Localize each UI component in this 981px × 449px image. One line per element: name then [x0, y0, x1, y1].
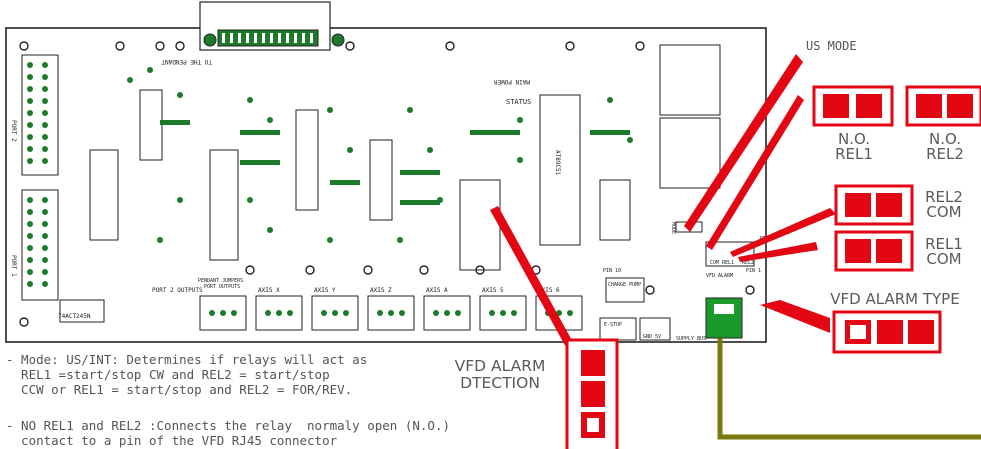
axis-x-label: AXIS X [258, 287, 280, 294]
rel1-com-label-line2: COM [926, 250, 962, 268]
rel2-com-label: REL2 COM [918, 190, 970, 220]
ic-chip [89, 149, 119, 241]
power-connector [639, 317, 671, 341]
ic-label: 74ACT245N [58, 313, 91, 320]
ic-chip [59, 299, 105, 323]
pcb-board: PORT 2 PORT 1 AT89C51 74ACT245N [5, 1, 772, 343]
estop-label: E-STOP [604, 322, 622, 328]
pin10-label: PIN 10 [603, 268, 621, 274]
ic-chip [369, 139, 393, 221]
port1-label: PORT 1 [10, 255, 17, 277]
vfd-alarm-type-jumper-icon [832, 310, 942, 354]
rel1-com-label: REL1 COM [918, 237, 970, 267]
no-rel1-label: N.O. REL1 [822, 132, 886, 162]
relay-block [659, 44, 721, 116]
axis-z-label: AXIS Z [370, 287, 392, 294]
ic-chip [209, 149, 239, 261]
no-rel1-label-line1: N.O. [838, 130, 870, 148]
axis-5-label: AXIS 5 [482, 287, 504, 294]
main-power-label: MAIN POWER [493, 78, 530, 85]
us-mode-label: US MODE [806, 39, 857, 53]
rel2-com-label-line2: COM [926, 203, 962, 221]
no-rel1-jumper-icon [812, 85, 894, 127]
mode-label: MODE [670, 222, 676, 234]
no-rel2-jumper-icon [905, 85, 981, 127]
axis-6-label: AXIS 6 [538, 287, 560, 294]
ic-chip [459, 179, 501, 271]
axis-a-label: AXIS A [426, 287, 448, 294]
vfd-alarm-detection-line2: DTECTION [460, 374, 540, 392]
port2-label: PORT 2 [10, 120, 17, 142]
vfd-alarm-type-label: VFD ALARM TYPE [830, 290, 960, 308]
no-rel2-label-line2: REL2 [926, 145, 964, 163]
relay-block [659, 117, 721, 189]
port-2-header [21, 54, 59, 176]
no-rel2-label: N.O. REL2 [913, 132, 977, 162]
charge-pump-label: CHARGE PUMP [608, 282, 641, 288]
gnd-5v-label: GND 5V [643, 334, 661, 340]
to-pendant-label: TO THE PENDANT [161, 58, 212, 65]
rj45-wire [717, 338, 981, 440]
no-rel1-label-line2: REL1 [835, 145, 873, 163]
vfd-alarm-board-label: VFD ALARM [706, 273, 733, 279]
ic-chip [295, 109, 319, 211]
vfd-alarm-detection-jumper-icon [565, 338, 619, 449]
com-rel1-label: COM REL1 [710, 260, 734, 266]
supply-bus-label: SUPPLY BUS [676, 336, 706, 342]
charge-pump-block [605, 277, 645, 303]
mcu-label: AT89C51 [554, 150, 561, 176]
no-rel-note: - NO REL1 and REL2 :Connects the relay n… [6, 418, 451, 448]
vfd-alarm-detection-label: VFD ALARM DTECTION [438, 358, 562, 392]
rel1-com-jumper-icon [834, 230, 914, 272]
axis-y-label: AXIS Y [314, 287, 336, 294]
rel1-com-label-line1: REL1 [925, 235, 963, 253]
no-rel2-label-line1: N.O. [929, 130, 961, 148]
port2-outputs-label: PORT 2 OUTPUTS [152, 287, 203, 294]
vfd-alarm-detection-line1: VFD ALARM [454, 357, 546, 375]
mode-note: - Mode: US/INT: Determines if relays wil… [6, 352, 368, 397]
pendant-jumpers-label: PENDANT JUMPERS [198, 278, 243, 284]
pin1-label: PIN 1 [746, 268, 761, 274]
rel2-com-jumper-icon [834, 184, 914, 226]
ic-chip [599, 179, 631, 241]
mcu-chip [539, 94, 581, 246]
status-label: STATUS [506, 98, 531, 106]
callout-pointers [490, 54, 836, 358]
rel2-com-label-line1: REL2 [925, 188, 963, 206]
port-outputs-label: PORT OUTPUTS [204, 284, 240, 290]
ic-chip [139, 89, 163, 161]
port-1-header [21, 189, 59, 301]
axis-connector [367, 295, 415, 331]
rel2-label: REL2 [742, 260, 754, 266]
